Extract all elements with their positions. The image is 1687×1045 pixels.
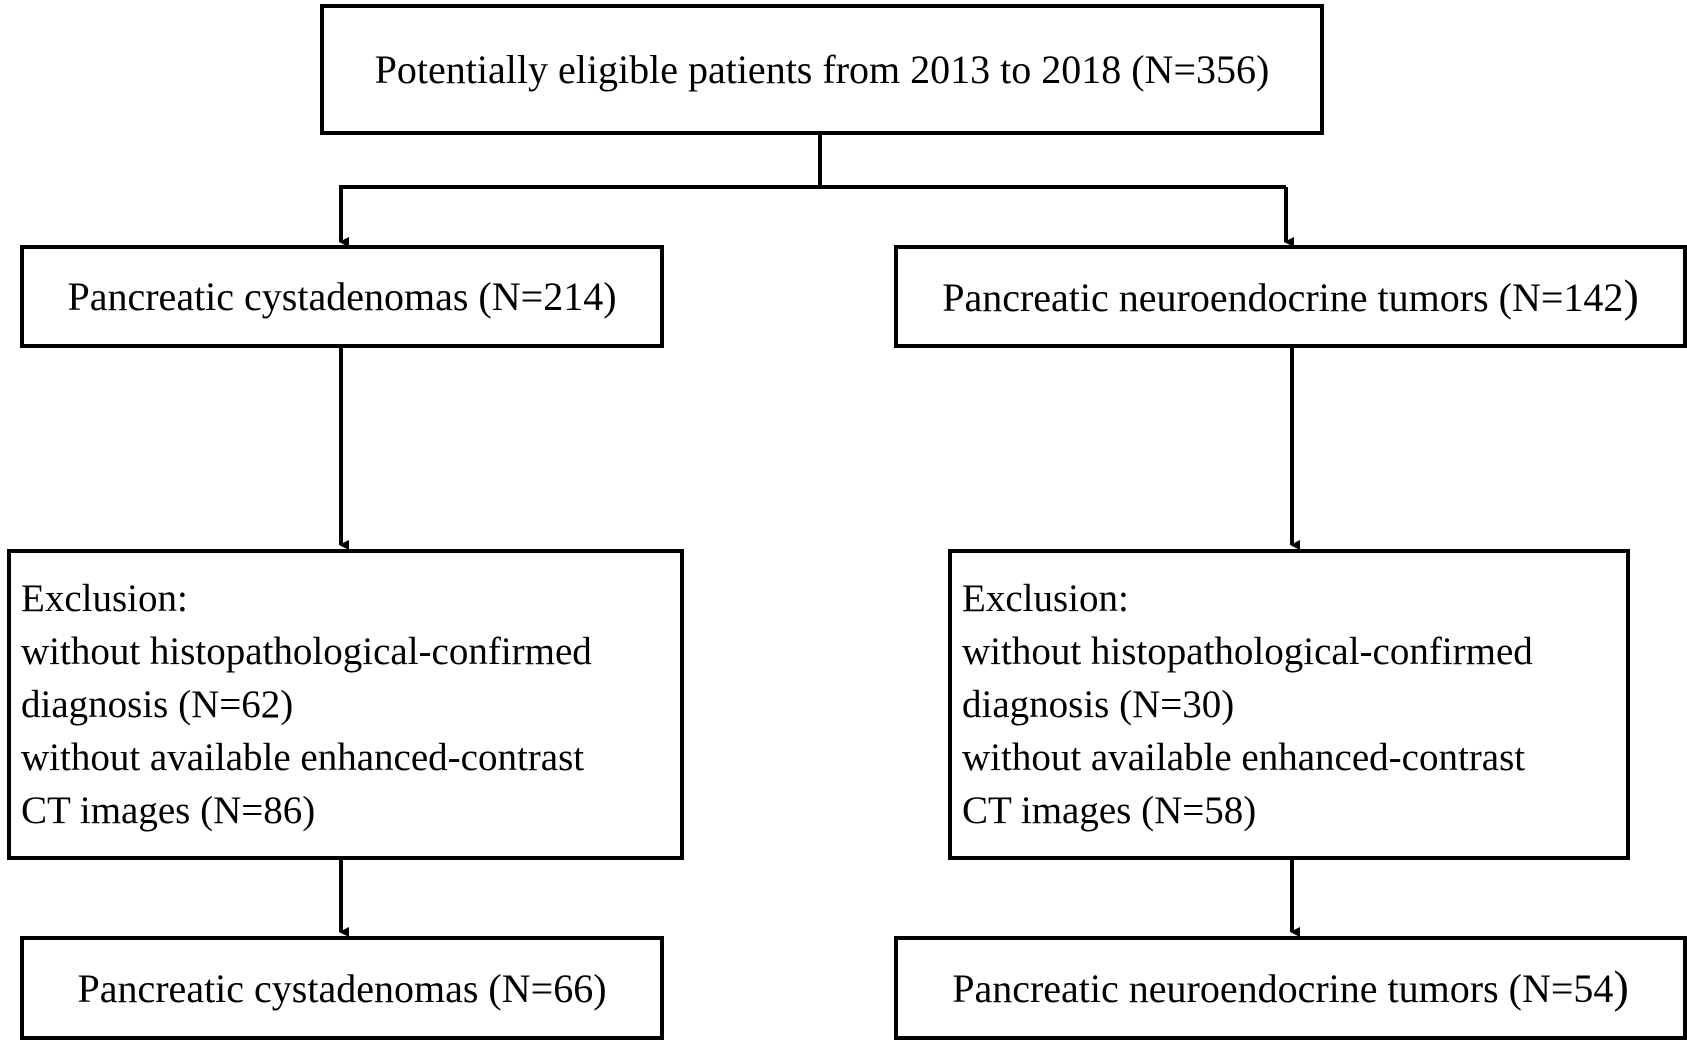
left-group-label: Pancreatic cystadenomas (N=214) bbox=[67, 274, 617, 319]
right-exclusion-box: Exclusion: without histopathological-con… bbox=[948, 549, 1630, 860]
left-exclusion-line: diagnosis (N=62) bbox=[21, 683, 294, 726]
right-final-label: Pancreatic neuroendocrine tumors (N=54) bbox=[952, 964, 1629, 1012]
left-exclusion-line: without available enhanced-contrast bbox=[21, 736, 585, 779]
right-group-label-close: ) bbox=[1623, 269, 1639, 321]
left-final-label: Pancreatic cystadenomas (N=66) bbox=[77, 965, 607, 1011]
left-exclusion-box: Exclusion: without histopathological-con… bbox=[7, 549, 684, 860]
left-exclusion-line: without histopathological-confirmed bbox=[21, 630, 592, 673]
right-group-box: Pancreatic neuroendocrine tumors (N=142) bbox=[894, 245, 1687, 348]
left-exclusion-line: CT images (N=86) bbox=[21, 789, 316, 832]
source-population-label: Potentially eligible patients from 2013 … bbox=[374, 47, 1270, 92]
left-group-box: Pancreatic cystadenomas (N=214) bbox=[20, 245, 664, 348]
right-exclusion-line: diagnosis (N=30) bbox=[962, 683, 1235, 726]
right-group-label-main: Pancreatic neuroendocrine tumors (N=142 bbox=[942, 274, 1624, 320]
left-final-box: Pancreatic cystadenomas (N=66) bbox=[20, 936, 664, 1040]
right-final-box: Pancreatic neuroendocrine tumors (N=54) bbox=[894, 936, 1687, 1040]
left-exclusion-heading: Exclusion: bbox=[21, 577, 188, 620]
right-exclusion-heading: Exclusion: bbox=[962, 577, 1129, 620]
right-group-label: Pancreatic neuroendocrine tumors (N=142) bbox=[942, 269, 1639, 321]
source-population-box: Potentially eligible patients from 2013 … bbox=[320, 4, 1324, 135]
right-final-label-close: ) bbox=[1613, 961, 1629, 1012]
right-exclusion-line: CT images (N=58) bbox=[962, 789, 1257, 832]
right-exclusion-line: without histopathological-confirmed bbox=[962, 630, 1533, 673]
right-final-label-main: Pancreatic neuroendocrine tumors (N=54 bbox=[952, 966, 1614, 1011]
right-exclusion-line: without available enhanced-contrast bbox=[962, 736, 1526, 779]
